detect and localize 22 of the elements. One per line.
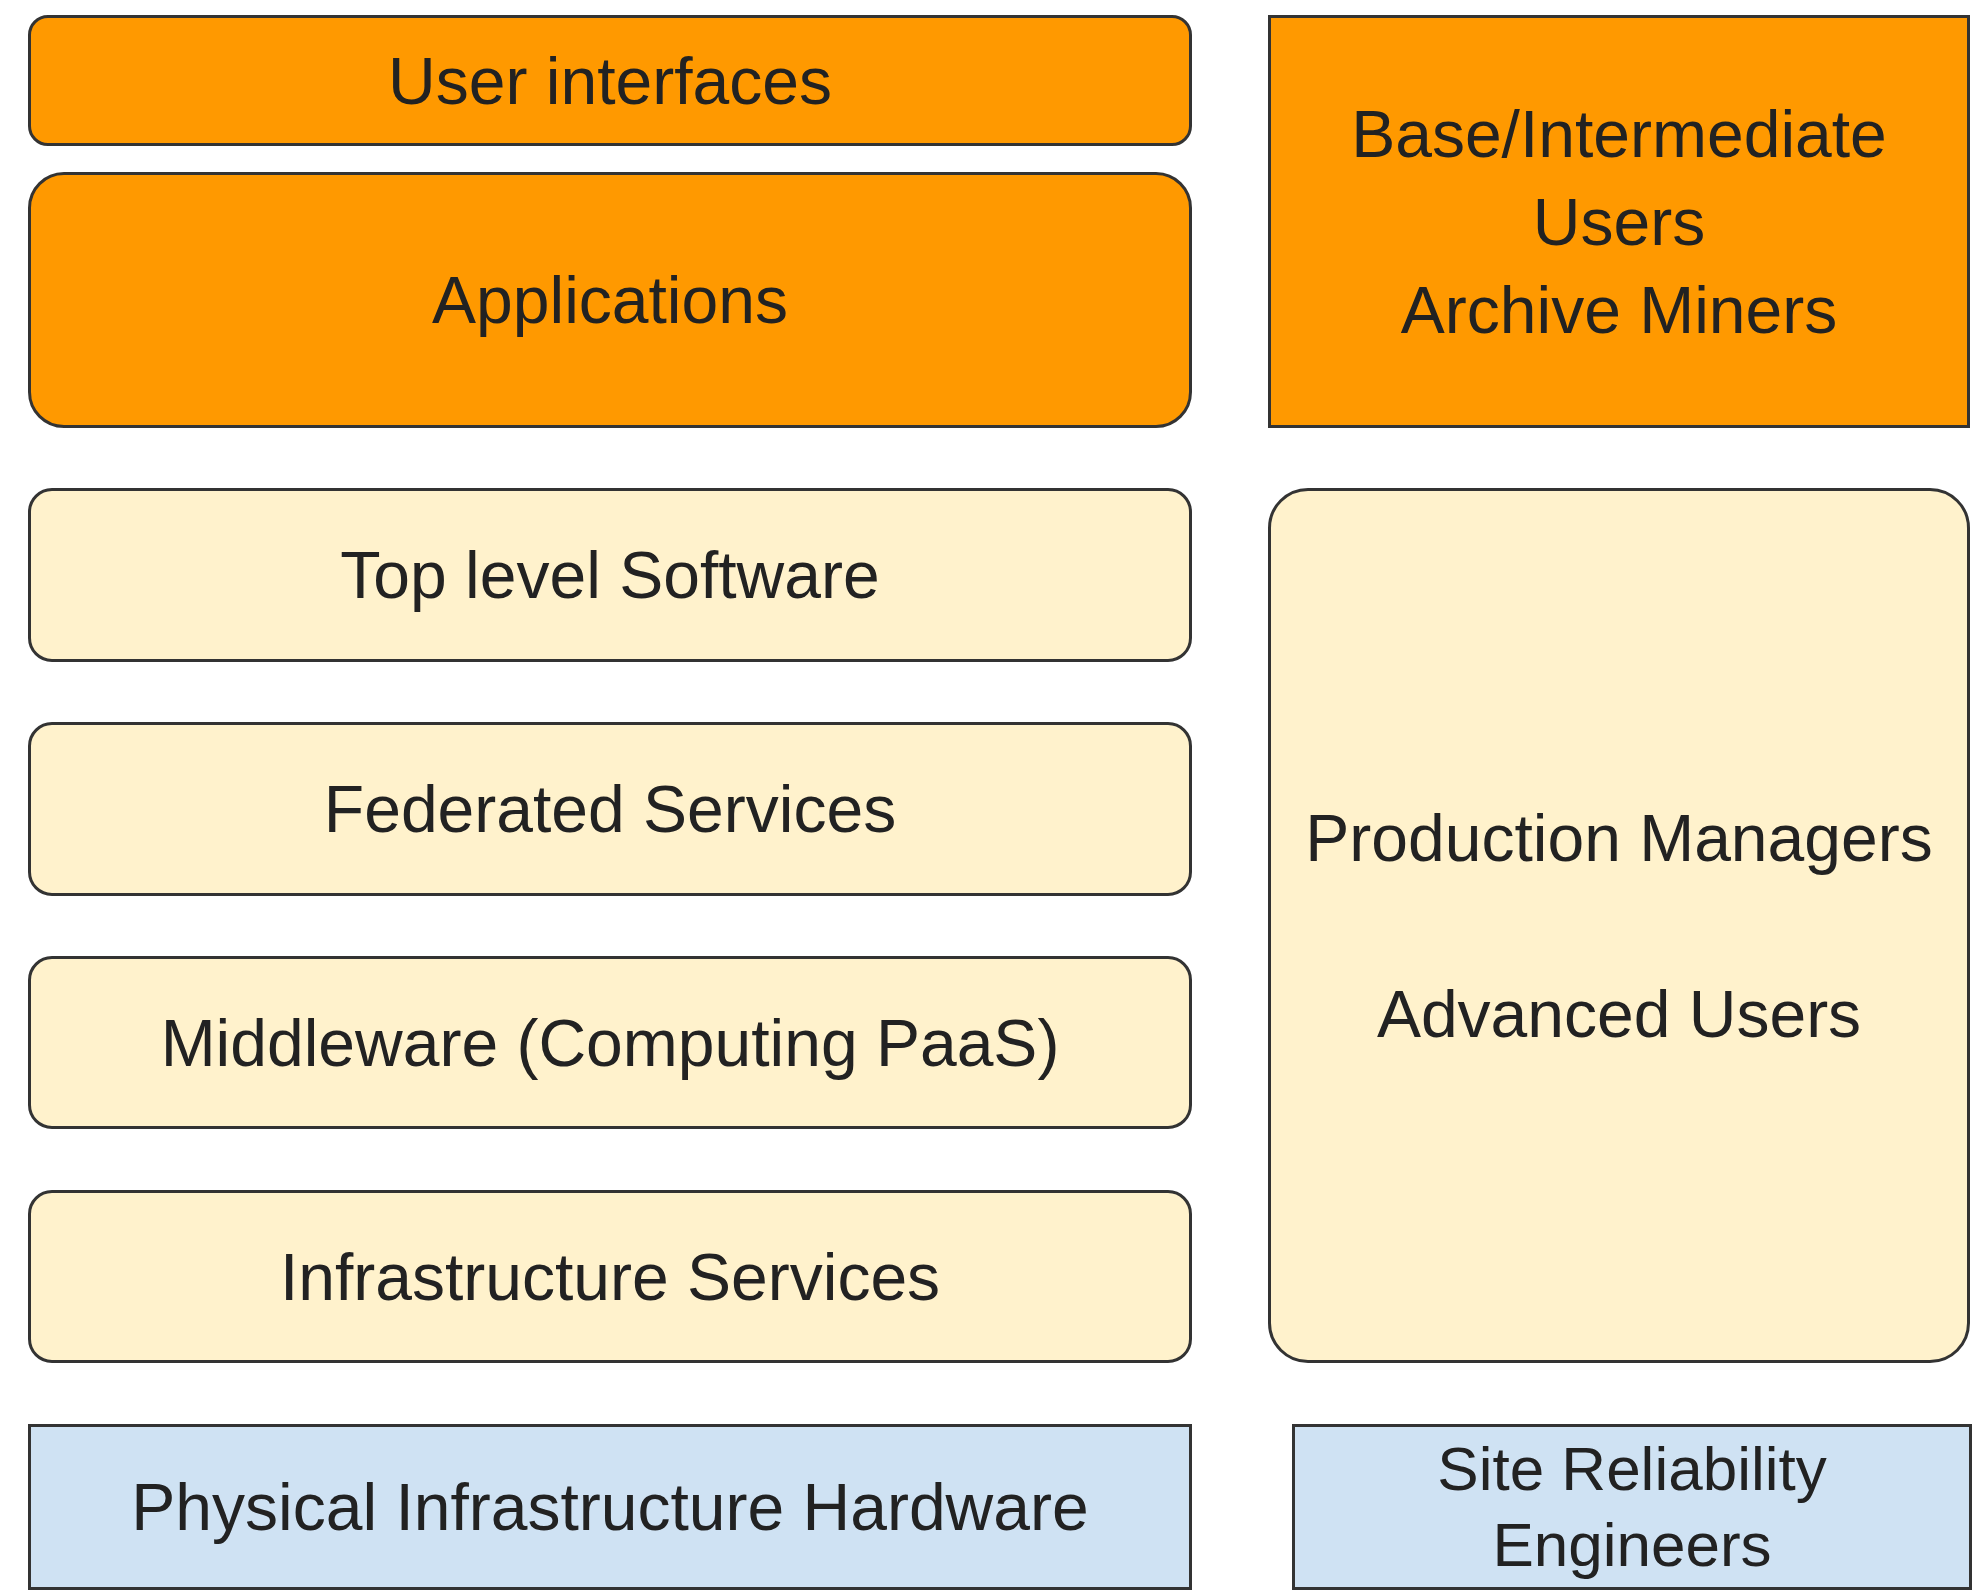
layer-label: Middleware (Computing PaaS): [159, 1004, 1061, 1082]
layer-box: [28, 488, 1192, 662]
layer-box: [28, 172, 1192, 428]
layer-label: Applications: [431, 262, 789, 339]
layer-box: [28, 1190, 1192, 1363]
layer-label: Infrastructure Services: [278, 1238, 942, 1316]
layer-box: [28, 15, 1192, 146]
layer-label: Site Reliability Engineers: [1436, 1433, 1828, 1581]
layer-label: Physical Infrastructure Hardware: [130, 1469, 1090, 1546]
layer-label: Advanced Users: [1375, 975, 1863, 1053]
layer-box: [1268, 488, 1970, 1363]
layer-box: [28, 956, 1192, 1129]
layer-label: Archive Miners: [1399, 271, 1839, 349]
layer-box: [28, 722, 1192, 896]
layer-label: User interfaces: [387, 42, 833, 120]
layer-label: Production Managers: [1304, 799, 1934, 877]
layer-box: [28, 1424, 1192, 1590]
layer-label: Top level Software: [339, 537, 881, 614]
layer-label: Federated Services: [322, 771, 898, 848]
layer-box: [1268, 15, 1970, 428]
layer-box: [1292, 1424, 1972, 1590]
layer-label: Base/Intermediate Users: [1350, 95, 1888, 261]
